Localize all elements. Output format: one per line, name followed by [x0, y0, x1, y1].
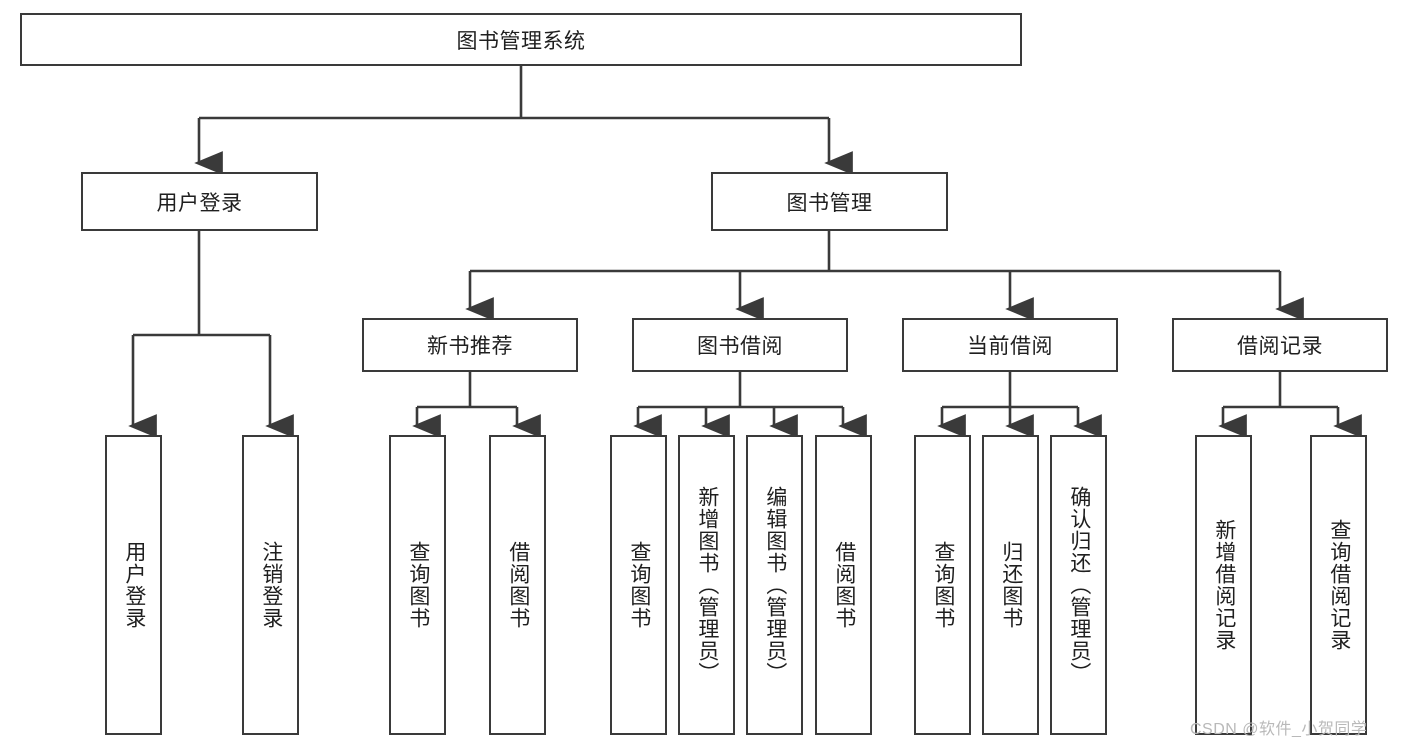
node-label: 新增图书（管理员）: [695, 486, 719, 684]
node-book-borrow[interactable]: 图书借阅: [632, 318, 848, 372]
node-label: 借阅记录: [1237, 335, 1323, 358]
node-label: 用户登录: [156, 191, 243, 215]
node-borrow-record[interactable]: 借阅记录: [1172, 318, 1388, 372]
node-label: 归还图书: [999, 541, 1023, 629]
node-label: 图书管理: [786, 191, 873, 215]
leaf-user-login-logout[interactable]: 注销登录: [242, 435, 299, 735]
leaf-current-borrow-query-book[interactable]: 查询图书: [914, 435, 971, 735]
node-label: 新增借阅记录: [1212, 519, 1236, 651]
leaf-new-book-borrow-book[interactable]: 借阅图书: [489, 435, 546, 735]
node-user-login[interactable]: 用户登录: [81, 172, 318, 231]
watermark-text: CSDN @软件_小贺同学: [1190, 721, 1368, 738]
node-label: 用户登录: [122, 541, 146, 629]
leaf-borrow-record-query-record[interactable]: 查询借阅记录: [1310, 435, 1367, 735]
node-label: 图书管理系统: [456, 29, 586, 53]
leaf-user-login-login[interactable]: 用户登录: [105, 435, 162, 735]
leaf-book-borrow-add-book-admin[interactable]: 新增图书（管理员）: [678, 435, 735, 735]
node-label: 编辑图书（管理员）: [763, 486, 787, 684]
node-current-borrow[interactable]: 当前借阅: [902, 318, 1118, 372]
node-label: 注销登录: [259, 541, 283, 629]
node-label: 查询图书: [931, 541, 955, 629]
node-book-management[interactable]: 图书管理: [711, 172, 948, 231]
node-label: 借阅图书: [506, 541, 530, 629]
node-label: 图书借阅: [697, 335, 783, 358]
leaf-new-book-query-book[interactable]: 查询图书: [389, 435, 446, 735]
leaf-borrow-record-add-record[interactable]: 新增借阅记录: [1195, 435, 1252, 735]
leaf-book-borrow-query-book[interactable]: 查询图书: [610, 435, 667, 735]
node-label: 确认归还（管理员）: [1067, 486, 1091, 684]
node-label: 借阅图书: [832, 541, 856, 629]
leaf-current-borrow-return-book[interactable]: 归还图书: [982, 435, 1039, 735]
csdn-watermark: CSDN @软件_小贺同学: [1190, 715, 1367, 739]
node-label: 查询借阅记录: [1327, 519, 1351, 651]
node-label: 查询图书: [406, 541, 430, 629]
leaf-current-borrow-confirm-return-admin[interactable]: 确认归还（管理员）: [1050, 435, 1107, 735]
node-root-book-management-system[interactable]: 图书管理系统: [20, 13, 1022, 66]
node-label: 当前借阅: [967, 335, 1053, 358]
leaf-book-borrow-borrow-book[interactable]: 借阅图书: [815, 435, 872, 735]
leaf-book-borrow-edit-book-admin[interactable]: 编辑图书（管理员）: [746, 435, 803, 735]
node-label: 新书推荐: [427, 335, 513, 358]
node-new-book-recommend[interactable]: 新书推荐: [362, 318, 578, 372]
node-label: 查询图书: [627, 541, 651, 629]
